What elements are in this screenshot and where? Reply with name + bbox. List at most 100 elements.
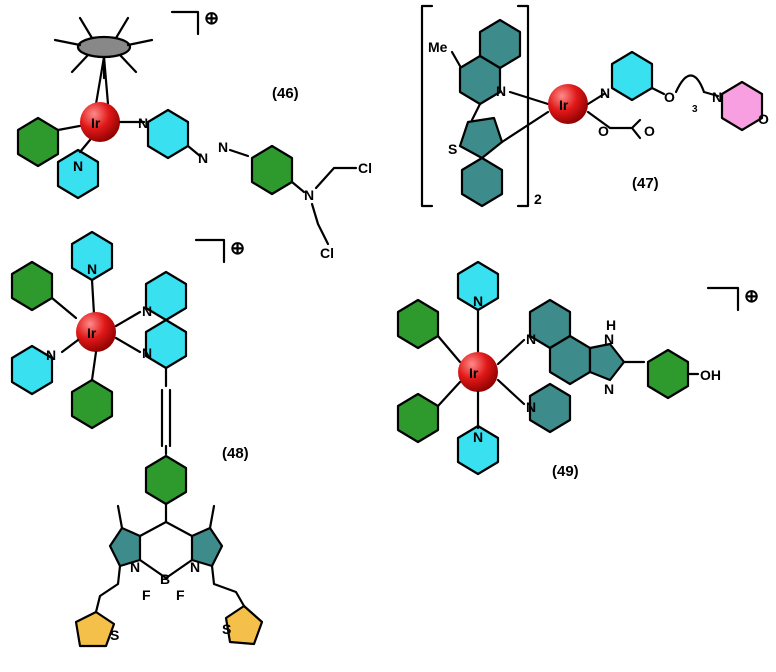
iridium-atom — [76, 312, 116, 352]
fluorine-label: F — [176, 587, 185, 603]
ir-bonds-bottom — [436, 380, 480, 430]
nitrogen-label: N — [473, 429, 483, 445]
boron-label: B — [160, 571, 170, 587]
phenyl-ring-linker — [144, 454, 188, 506]
propyl-chain — [674, 74, 706, 94]
pyridine-ring — [56, 148, 100, 200]
sulfur-label: S — [222, 621, 231, 637]
nitrogen-label: N — [130, 559, 140, 575]
oxygen-label: O — [758, 111, 769, 127]
sulfur-label: S — [448, 141, 457, 157]
iridium-label: Ir — [87, 325, 97, 341]
oxygen-label: O — [664, 89, 675, 105]
pyrrole-ring-left — [108, 526, 142, 568]
nitrogen-label: N — [600, 85, 610, 101]
thiophene-ring — [458, 116, 504, 160]
nitrogen-label: N — [473, 293, 483, 309]
hydrogen-label: H — [606, 317, 616, 333]
ir-bonds-top — [50, 278, 96, 320]
oxygen-label: O — [598, 123, 609, 139]
compound-48: N Ir N N N N N B F F S S ⊕ (48) — [10, 230, 264, 648]
aniline-n-bond — [290, 180, 306, 194]
chloroethyl-chain — [310, 202, 330, 246]
nitrogen-label: N — [604, 331, 614, 347]
azo-link — [186, 144, 202, 158]
fluorine-label: F — [142, 587, 151, 603]
phenyl-ring-top — [396, 298, 440, 350]
morpholine-ring — [720, 80, 764, 132]
nitrogen-label: N — [218, 139, 228, 155]
iridium-atom — [458, 352, 498, 392]
nitrogen-label: N — [604, 381, 614, 397]
picolinate-ring — [610, 50, 654, 102]
morpholine-link — [702, 90, 720, 98]
compound-49: N Ir N N N N H N OH ⊕ (49) — [396, 260, 759, 480]
nitrogen-label: N — [526, 331, 536, 347]
nitrogen-label: N — [496, 83, 506, 99]
imidazole-ring — [588, 342, 626, 382]
methyl-label: Me — [428, 39, 448, 55]
phenyl-ring — [16, 116, 60, 168]
ir-bonds-top — [436, 308, 480, 364]
chlorine-label: Cl — [320, 245, 334, 261]
phenyl-ring-bottom — [396, 392, 440, 444]
chlorine-label: Cl — [358, 160, 372, 176]
aniline-ring — [250, 144, 294, 196]
chloroethyl-chain — [314, 166, 358, 190]
pyridine-ring-bottom — [10, 344, 54, 396]
phenol-ring — [646, 348, 690, 400]
cp-ir-bond — [94, 55, 110, 106]
ir-phen-bonds — [496, 338, 526, 406]
vinyl-right — [210, 564, 246, 608]
phenyl-ring-bottom — [70, 378, 114, 430]
charge-bracket — [170, 10, 200, 36]
benzo-ring — [460, 156, 504, 208]
iridium-atom — [548, 84, 588, 124]
charge-symbol: ⊕ — [204, 8, 219, 28]
nitrogen-label: N — [142, 345, 152, 361]
nitrogen-label: N — [46, 347, 56, 363]
left-bracket — [420, 4, 434, 208]
vinyl-left — [94, 564, 122, 614]
iridium-label: Ir — [559, 97, 569, 113]
nitrogen-label: N — [142, 303, 152, 319]
nitrogen-label: N — [138, 115, 148, 131]
phen-ring-c — [528, 382, 572, 434]
nitrogen-label: N — [87, 261, 97, 277]
hydroxyl-label: OH — [700, 367, 721, 383]
iridium-label: Ir — [91, 115, 101, 131]
alkyne-linker — [160, 366, 172, 456]
nitrogen-label: N — [73, 158, 83, 174]
compound-46: Ir N N N N N Cl Cl ⊕ (46) — [16, 8, 372, 261]
cp-star-ring — [76, 35, 132, 59]
oxygen-label: O — [644, 123, 655, 139]
nitrogen-label: N — [304, 187, 314, 203]
charge-symbol: ⊕ — [744, 286, 759, 306]
bodipy-core-bonds — [116, 504, 216, 580]
charge-bracket — [194, 238, 226, 264]
nitrogen-label: N — [190, 559, 200, 575]
pyridine-ring-bottom — [456, 424, 500, 476]
ir-bipy-bonds — [114, 310, 142, 354]
carboxylate-bonds — [586, 92, 642, 140]
nitrogen-label: N — [712, 89, 722, 105]
charge-bracket — [706, 286, 740, 312]
compound-47: 2 Me N S Ir N O O O 3 N O (47) — [420, 4, 769, 208]
phen-ring-b — [548, 334, 592, 386]
thiophene-left — [74, 610, 116, 648]
compound-label-48: (48) — [222, 445, 249, 462]
phenyl-ring-top — [10, 260, 54, 312]
right-bracket — [516, 4, 530, 208]
pyridyl-azo-ring — [146, 108, 190, 160]
cyclometal-bonds — [470, 90, 550, 144]
compound-label-46: (46) — [272, 85, 299, 102]
ir-bonds-bottom — [60, 338, 98, 382]
nitrogen-label: N — [198, 150, 208, 166]
methyl-bond — [450, 50, 462, 68]
chain-subscript: 3 — [692, 104, 698, 115]
thiophene-right — [224, 604, 264, 646]
pyrrole-ring-right — [190, 526, 224, 568]
iridium-atom — [80, 102, 120, 142]
